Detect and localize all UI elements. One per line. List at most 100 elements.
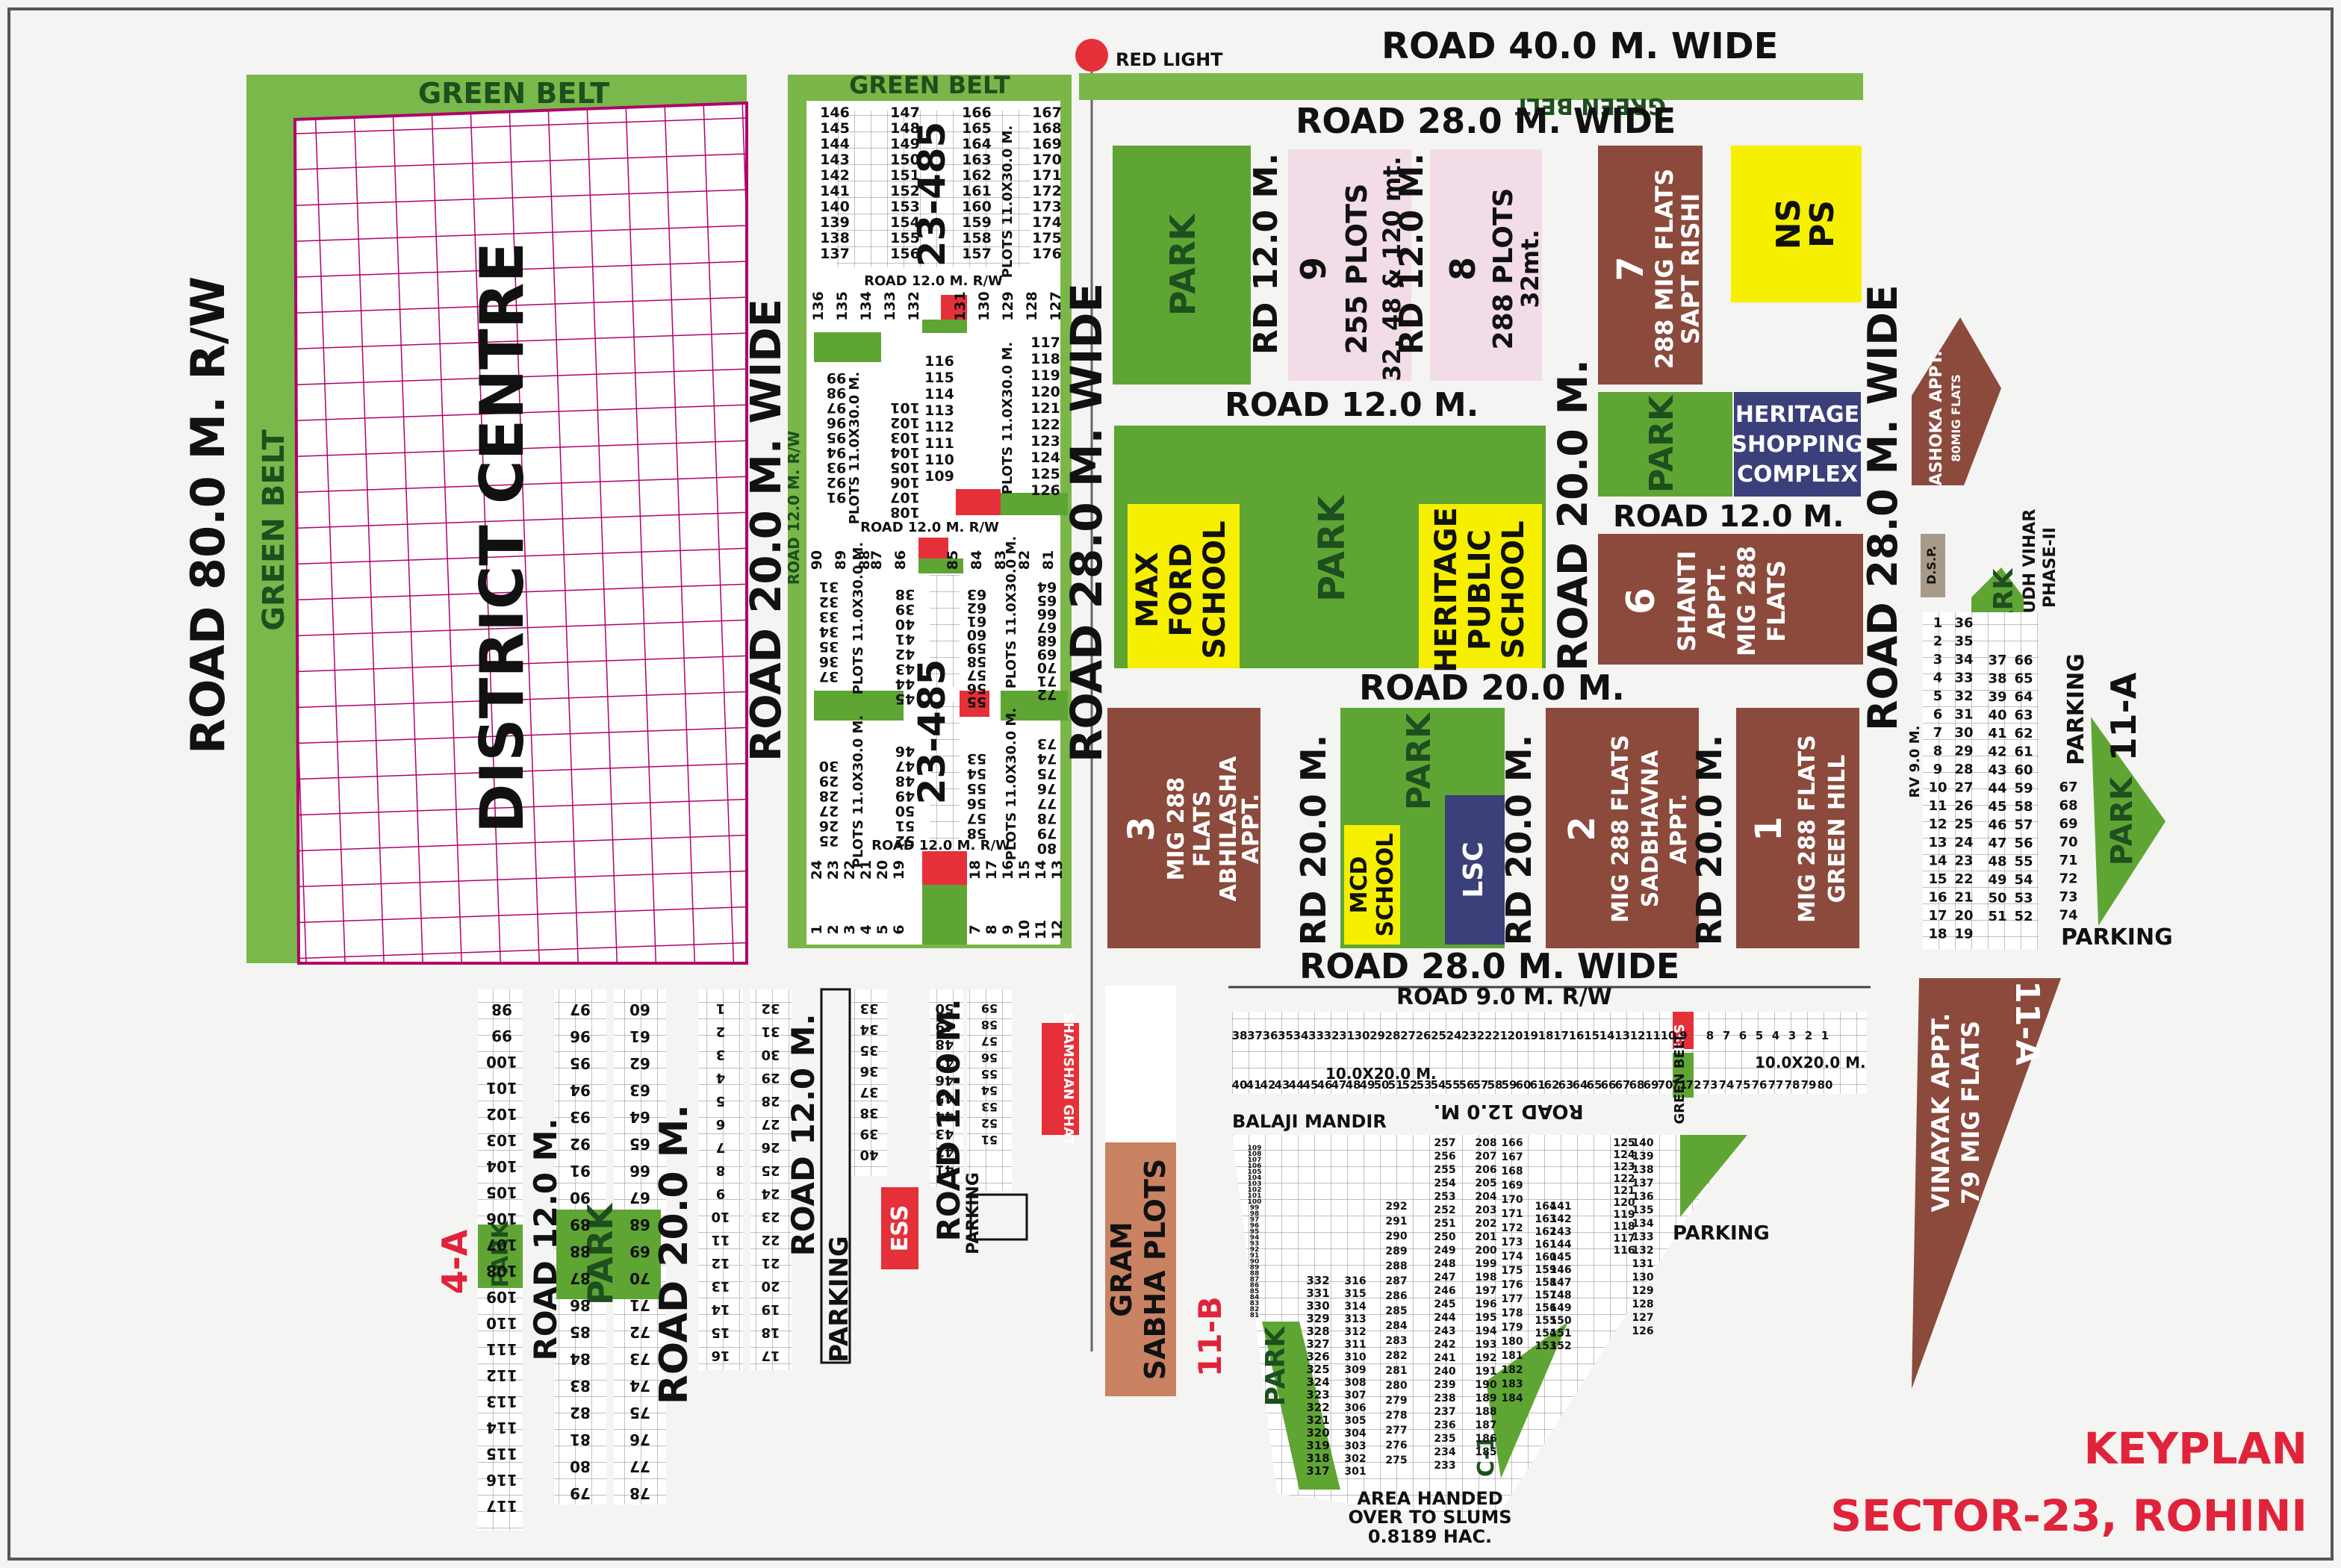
svg-text:FLATS: FLATS bbox=[1190, 791, 1216, 868]
plot-number: 184 bbox=[1501, 1393, 1523, 1404]
plot-number: 65 bbox=[1587, 1078, 1602, 1092]
plot-number: 172 bbox=[1032, 183, 1062, 199]
plot-number: 48 bbox=[1346, 1078, 1361, 1092]
plot-number: 72 bbox=[1686, 1078, 1702, 1092]
plot-number: 97 bbox=[827, 399, 846, 416]
plot-number: 27 bbox=[819, 803, 839, 819]
plot-number: 75 bbox=[1037, 765, 1057, 782]
plot-number: 9 bbox=[1000, 924, 1016, 934]
plot-number: 58 bbox=[1487, 1078, 1503, 1092]
plot-number: 68 bbox=[2059, 798, 2077, 814]
plot-number: 166 bbox=[1501, 1137, 1523, 1149]
plot-number: 35 bbox=[819, 638, 839, 655]
plot-number: 124 bbox=[1613, 1149, 1635, 1161]
svg-text:PARK: PARK bbox=[1643, 394, 1681, 493]
road-20m-4a-label: ROAD 20.0 M. bbox=[652, 1104, 697, 1404]
plot-number: 27 bbox=[1954, 780, 1973, 796]
block-23-485-bottom-label: 23-485 bbox=[910, 659, 954, 805]
plot-number: 83 bbox=[570, 1377, 591, 1395]
plot-number: 99 bbox=[827, 370, 846, 386]
plot-number: 4 bbox=[1772, 1029, 1779, 1042]
plot-number: 73 bbox=[1703, 1078, 1718, 1092]
plot-number: 53 bbox=[967, 750, 986, 767]
svg-text:79 MIG FLATS: 79 MIG FLATS bbox=[1956, 1021, 1985, 1204]
plot-number: 30 bbox=[761, 1047, 780, 1063]
plot-number: 54 bbox=[981, 1083, 998, 1098]
road-12m-label: ROAD 12.0 M. bbox=[785, 1014, 821, 1257]
plot-number: 330 bbox=[1306, 1299, 1329, 1313]
plot-number: 196 bbox=[1475, 1298, 1496, 1310]
plot-number: 302 bbox=[1344, 1453, 1366, 1465]
plot-number: 58 bbox=[981, 1018, 998, 1032]
plot-grid-11a bbox=[1923, 612, 2039, 950]
plot-number: 117 bbox=[1613, 1233, 1635, 1245]
plot-number: 11 bbox=[711, 1232, 730, 1248]
plot-number: 19 bbox=[761, 1301, 780, 1317]
plot-number: 58 bbox=[2014, 799, 2033, 815]
slums-label: 0.8189 HAC. bbox=[1368, 1526, 1492, 1547]
plot-number: 62 bbox=[967, 600, 986, 616]
plot-block-23-485 bbox=[788, 75, 1072, 948]
plot-number: 152 bbox=[1549, 1340, 1571, 1352]
plot-number: 256 bbox=[1434, 1151, 1455, 1163]
plot-number: 104 bbox=[486, 1157, 517, 1175]
dsp-block: D.S.P. bbox=[1921, 534, 1945, 597]
plot-number: 9 bbox=[1933, 762, 1943, 777]
plot-number: 122 bbox=[1613, 1173, 1635, 1185]
plot-number: 188 bbox=[1475, 1406, 1496, 1418]
plot-number: 160 bbox=[962, 199, 992, 215]
plot-number: 15 bbox=[711, 1325, 730, 1340]
plot-number: 51 bbox=[1988, 909, 2006, 924]
plot-number: 50 bbox=[935, 1001, 954, 1016]
sector-11b-label: 11-B bbox=[1192, 1296, 1228, 1377]
plot-number: 49 bbox=[895, 788, 915, 804]
plot-number: 70 bbox=[629, 1269, 650, 1287]
svg-text:288 MIG FLATS: 288 MIG FLATS bbox=[1650, 169, 1679, 370]
plot-number: 100 bbox=[486, 1053, 517, 1071]
plot-number: 21 bbox=[1492, 1029, 1508, 1042]
plot-number: 129 bbox=[1000, 291, 1016, 321]
plot-number: 2 bbox=[1805, 1029, 1812, 1042]
plot-number: 18 bbox=[967, 860, 983, 880]
svg-text:3: 3 bbox=[1121, 816, 1163, 841]
plot-number: 93 bbox=[1250, 1240, 1260, 1248]
rd-20m-label: RD 20.0 M. bbox=[1293, 735, 1334, 945]
parking-strip bbox=[820, 988, 851, 1364]
plot-number: 143 bbox=[820, 152, 850, 168]
plot-number: 20 bbox=[1954, 908, 1973, 924]
plot-number: 194 bbox=[1475, 1325, 1496, 1337]
road-20m-wide-left-label: ROAD 20.0 M. WIDE bbox=[742, 299, 791, 762]
plot-number: 71 bbox=[2059, 853, 2077, 868]
svg-text:288 PLOTS: 288 PLOTS bbox=[1488, 188, 1519, 350]
plot-number: 7 bbox=[967, 924, 983, 934]
road-20m-mid-vertical-label: ROAD 20.0 M. bbox=[1549, 359, 1597, 671]
plot-number: 60 bbox=[967, 626, 986, 643]
plot-number: 127 bbox=[1632, 1312, 1653, 1324]
plot-number: 103 bbox=[1248, 1180, 1262, 1188]
plot-number: 155 bbox=[890, 230, 920, 246]
plot-number: 240 bbox=[1434, 1366, 1455, 1378]
plot-number: 307 bbox=[1344, 1390, 1366, 1401]
plot-number: 16 bbox=[1000, 860, 1016, 880]
plot-number: 123 bbox=[1613, 1161, 1635, 1173]
plot-number: 117 bbox=[486, 1497, 517, 1515]
plot-number: 291 bbox=[1385, 1216, 1407, 1228]
plot-number: 169 bbox=[1501, 1180, 1523, 1192]
plot-number: 116 bbox=[486, 1471, 517, 1489]
plot-number: 40 bbox=[1232, 1078, 1248, 1092]
plot-number: 174 bbox=[1501, 1251, 1523, 1263]
plot-number: 156 bbox=[1535, 1302, 1556, 1314]
park-small bbox=[1001, 493, 1068, 515]
plot-number: 112 bbox=[924, 419, 954, 435]
plot-number: 238 bbox=[1434, 1393, 1455, 1404]
plot-number: 171 bbox=[1501, 1208, 1523, 1220]
plot-number: 76 bbox=[1752, 1078, 1768, 1092]
plot-number: 28 bbox=[1385, 1029, 1401, 1042]
plot-number: 304 bbox=[1344, 1428, 1366, 1440]
plot-number: 257 bbox=[1434, 1137, 1455, 1149]
plot-number: 34 bbox=[1293, 1029, 1309, 1042]
ess-label: ESS bbox=[1672, 1024, 1688, 1051]
plot-number: 38 bbox=[859, 1105, 878, 1121]
plot-number: 87 bbox=[1250, 1276, 1260, 1284]
plot-number: 237 bbox=[1434, 1406, 1455, 1418]
